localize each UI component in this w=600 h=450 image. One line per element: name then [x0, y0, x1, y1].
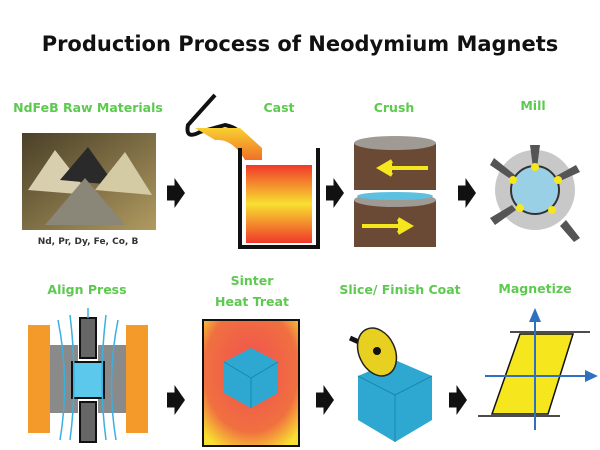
- raw-materials-image: [22, 133, 156, 230]
- next-arrow-icon: [449, 385, 467, 415]
- sinter-icon: [202, 319, 300, 447]
- cast-icon: [185, 93, 320, 249]
- step-label-crush: Crush: [373, 100, 415, 115]
- step-label-mill: Mill: [520, 98, 546, 113]
- mill-icon: [490, 145, 580, 242]
- slice-coat-icon: [348, 327, 433, 442]
- magnetize-icon: [478, 308, 598, 430]
- page-title: Production Process of Neodymium Magnets: [41, 32, 559, 56]
- step-label-raw-materials: NdFeB Raw Materials: [13, 100, 163, 115]
- step-label-align-press: Align Press: [47, 282, 127, 297]
- next-arrow-icon: [326, 178, 344, 208]
- step-label-magnetize: Magnetize: [498, 281, 572, 296]
- step-label-heat-treat: Heat Treat: [215, 294, 289, 309]
- next-arrow-icon: [316, 385, 334, 415]
- align-press-icon: [28, 308, 148, 443]
- crush-icon: [354, 136, 436, 247]
- step-label-sinter: Sinter: [230, 273, 274, 288]
- next-arrow-icon: [458, 178, 476, 208]
- raw-materials-caption: Nd, Pr, Dy, Fe, Co, B: [37, 237, 139, 247]
- step-label-cast: Cast: [263, 100, 295, 115]
- next-arrow-icon: [167, 178, 185, 208]
- next-arrow-icon: [167, 385, 185, 415]
- step-label-slice-coat: Slice/ Finish Coat: [339, 282, 461, 297]
